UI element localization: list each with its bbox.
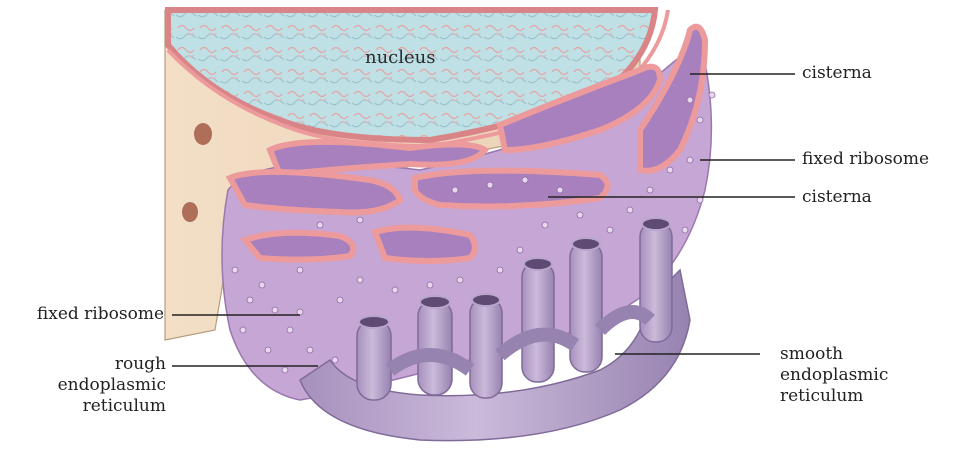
rough-er-label-line: endoplasmic xyxy=(58,375,166,396)
cisterna-top-label: cisterna xyxy=(802,63,872,84)
rough-er-label: rough endoplasmic reticulum xyxy=(58,354,166,417)
rough-er-label-line: reticulum xyxy=(58,396,166,417)
smooth-er-label: smooth endoplasmic reticulum xyxy=(780,344,888,407)
fixed-ribosome-right-label: fixed ribosome xyxy=(802,149,929,170)
smooth-er-label-line: reticulum xyxy=(780,386,888,407)
fixed-ribosome-left-label: fixed ribosome xyxy=(37,304,164,325)
vesicle-1 xyxy=(194,123,212,145)
smooth-er-label-line: endoplasmic xyxy=(780,365,888,386)
smooth-er-label-line: smooth xyxy=(780,344,888,365)
cisterna-mid-label: cisterna xyxy=(802,187,872,208)
rough-er-label-line: rough xyxy=(58,354,166,375)
vesicle-2 xyxy=(182,202,198,222)
nucleus-label: nucleus xyxy=(365,47,436,68)
